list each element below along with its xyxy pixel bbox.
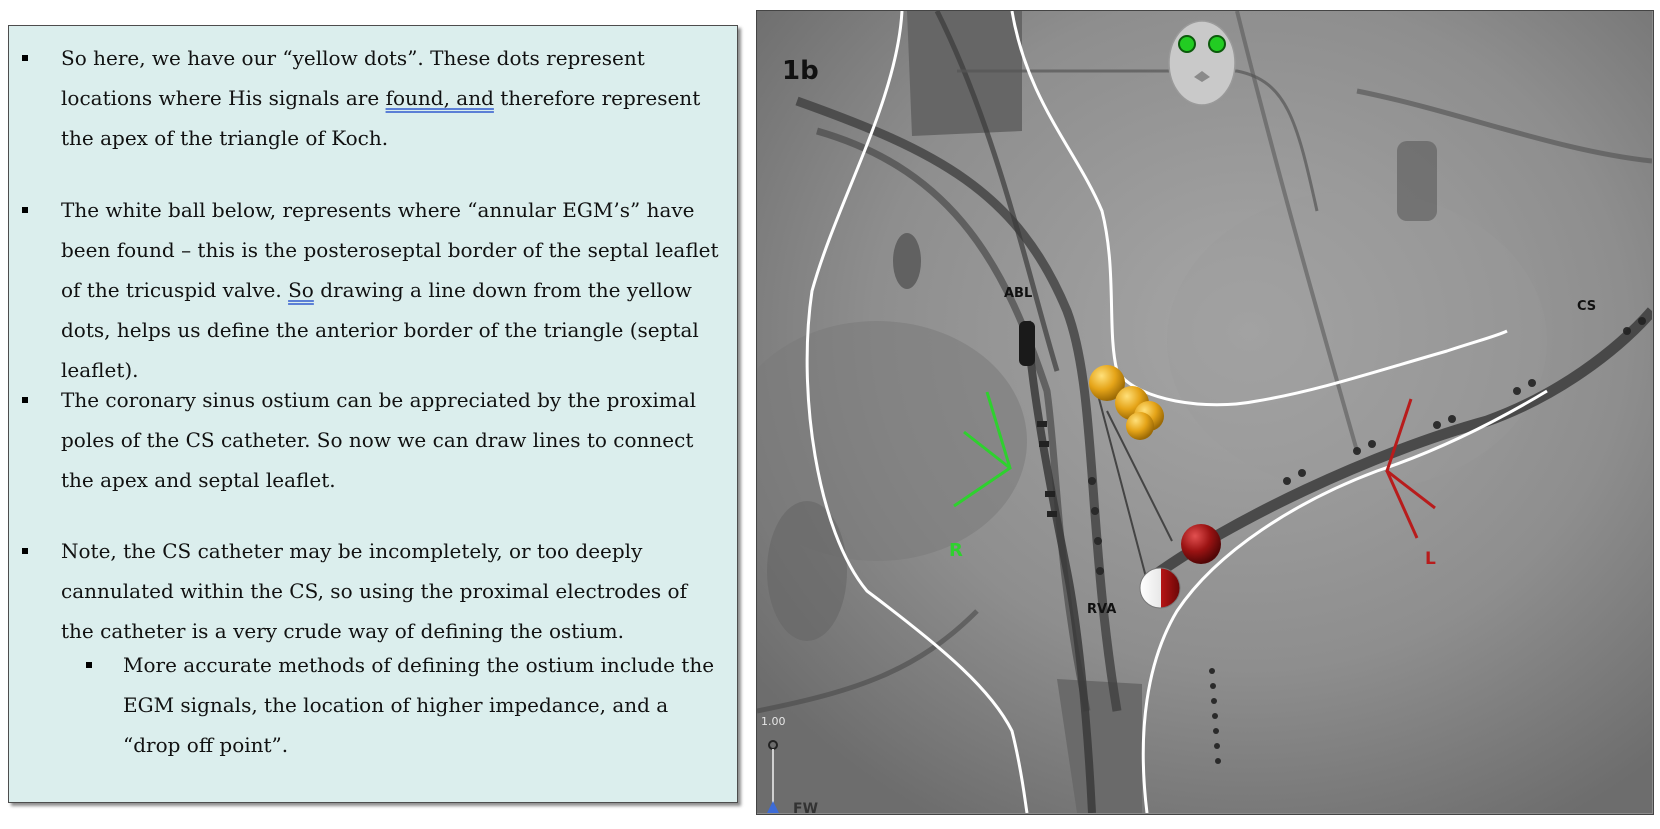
bullet-yellow-dots: So here, we have our “yellow dots”. Thes… [9, 38, 737, 158]
sub-bullet-ostium-methods: More accurate methods of defining the os… [9, 645, 737, 765]
right-marker [953, 391, 1012, 508]
bullet-text: Note, the CS catheter may be incompletel… [9, 531, 737, 651]
bullet-white-ball: The white ball below, represents where “… [9, 190, 737, 390]
bullet-marker [22, 397, 28, 403]
text-panel: So here, we have our “yellow dots”. Thes… [8, 25, 738, 803]
yellow-dot [1089, 365, 1125, 401]
text-run: therefore represent the apex of the tria… [61, 86, 701, 150]
bullet-text: So here, we have our “yellow dots”. Thes… [9, 38, 737, 158]
text-run: So here, we have our “yellow dots”. Thes… [61, 46, 645, 110]
cs-label: CS [1577, 299, 1596, 314]
right-marker-label: R [949, 540, 963, 561]
yellow-dot [1126, 412, 1154, 440]
underlined-text: found, and [385, 86, 494, 110]
his-yellow-dots [1089, 365, 1164, 440]
red-ball [1181, 524, 1221, 564]
text-run: drawing a line down from the yellow dots… [61, 278, 699, 382]
left-marker [1385, 398, 1436, 539]
bullet-text: The white ball below, represents where “… [9, 190, 737, 390]
scale-label: 1.00 [761, 715, 786, 728]
text-run: More accurate methods of defining the os… [123, 653, 715, 757]
white-ball [1139, 567, 1181, 609]
panel-label: 1b [782, 56, 819, 86]
bullet-marker [22, 548, 28, 554]
text-run: The white ball below, represents where “… [61, 198, 719, 302]
bullet-marker [86, 662, 92, 668]
fluoroscopy-image: R L ABL CS RVA 1b 1.00 FW [756, 10, 1654, 815]
underlined-text: So [288, 278, 314, 302]
text-run: Note, the CS catheter may be incompletel… [61, 539, 687, 643]
bullet-cs-catheter-note: Note, the CS catheter may be incompletel… [9, 531, 737, 651]
left-marker-label: L [1425, 549, 1436, 569]
bullet-text: The coronary sinus ostium can be appreci… [9, 380, 737, 500]
rva-label: RVA [1087, 602, 1116, 617]
text-run: The coronary sinus ostium can be appreci… [61, 388, 697, 492]
orientation-head-icon [1168, 20, 1236, 106]
bullet-text: More accurate methods of defining the os… [9, 645, 737, 765]
abl-label: ABL [1004, 286, 1032, 301]
bottom-cut-label: FW [793, 801, 818, 813]
bullet-marker [22, 207, 28, 213]
bullet-coronary-sinus: The coronary sinus ostium can be appreci… [9, 380, 737, 500]
bullet-marker [22, 55, 28, 61]
scale-pointer [767, 801, 779, 813]
